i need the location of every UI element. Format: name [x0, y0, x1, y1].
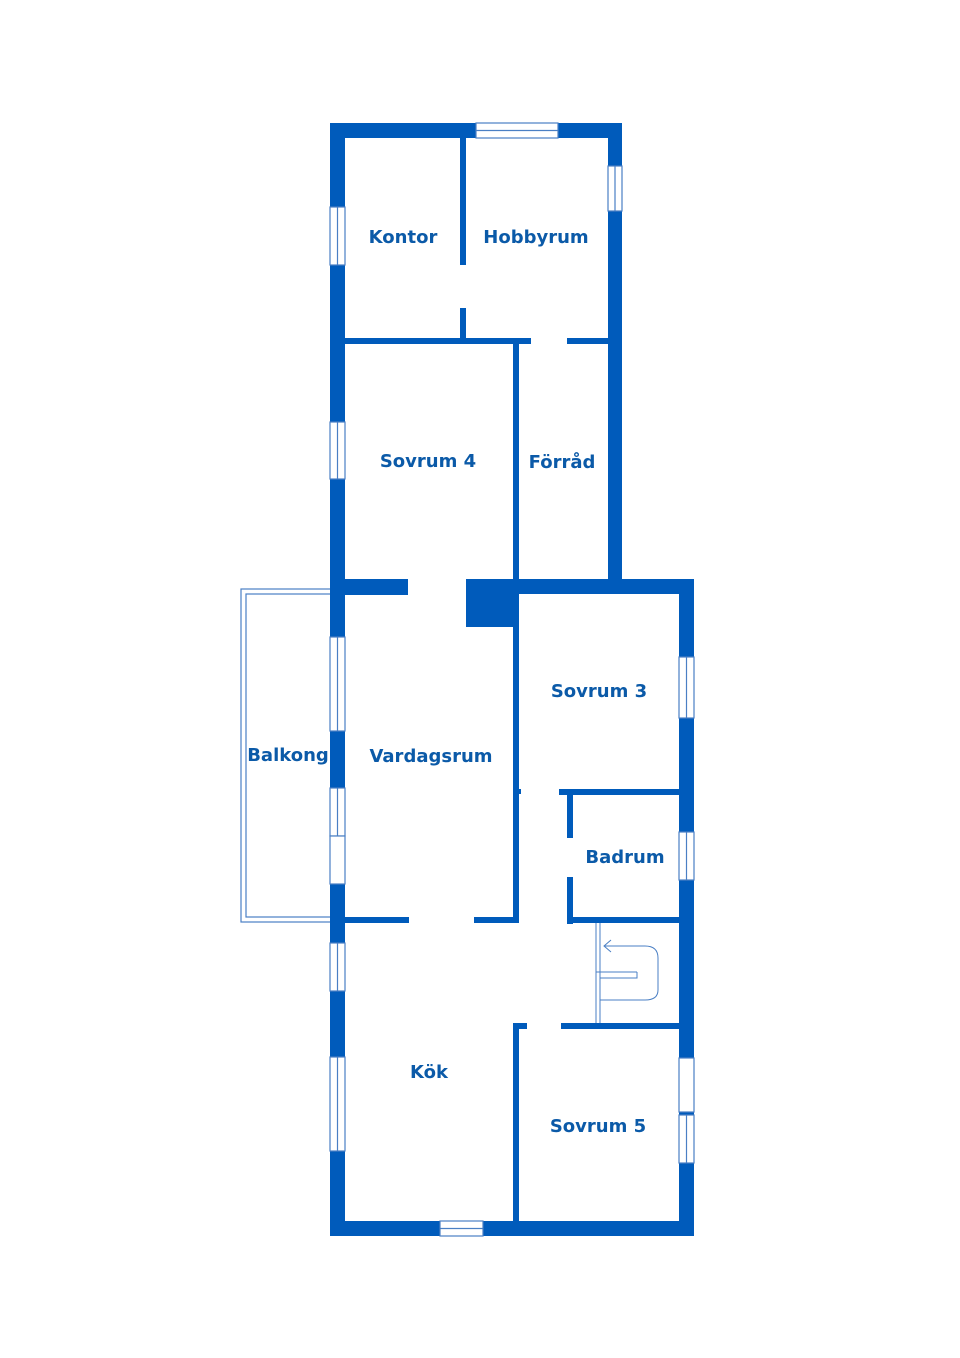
window-left-vardagsrum-2 — [329, 787, 346, 837]
room-label-kok: Kök — [410, 1062, 449, 1083]
room-label-badrum: Badrum — [585, 847, 664, 868]
window-left-vardagsrum-1 — [329, 636, 346, 732]
balcony-door — [329, 835, 346, 885]
window-bottom-kok — [439, 1220, 484, 1237]
window-left-kontor — [329, 206, 346, 266]
window-right-sovrum5-upper — [678, 1057, 695, 1113]
window-left-kok-2 — [329, 1056, 346, 1152]
window-left-kok-1 — [329, 942, 346, 992]
room-label-sovrum5: Sovrum 5 — [550, 1116, 646, 1137]
window-left-sovrum4 — [329, 421, 346, 480]
stair-arrow-icon — [603, 939, 612, 953]
window-right-sovrum3 — [678, 656, 695, 719]
room-label-vardagsrum: Vardagsrum — [369, 746, 492, 767]
window-right-hobbyrum — [607, 165, 623, 212]
staircase — [595, 923, 659, 1023]
window-top-hobbyrum — [475, 122, 559, 139]
room-labels: Kontor Hobbyrum Sovrum 4 Förråd Sovrum 3… — [247, 227, 664, 1137]
walls — [330, 123, 694, 1236]
room-label-sovrum4: Sovrum 4 — [380, 451, 476, 472]
window-right-sovrum5 — [678, 1114, 695, 1164]
room-label-hobbyrum: Hobbyrum — [483, 227, 588, 248]
room-label-sovrum3: Sovrum 3 — [551, 681, 647, 702]
window-right-badrum — [678, 831, 695, 881]
room-label-forrad: Förråd — [529, 451, 596, 473]
room-label-kontor: Kontor — [369, 227, 438, 248]
windows — [329, 122, 695, 1237]
room-label-balkong: Balkong — [247, 745, 329, 766]
